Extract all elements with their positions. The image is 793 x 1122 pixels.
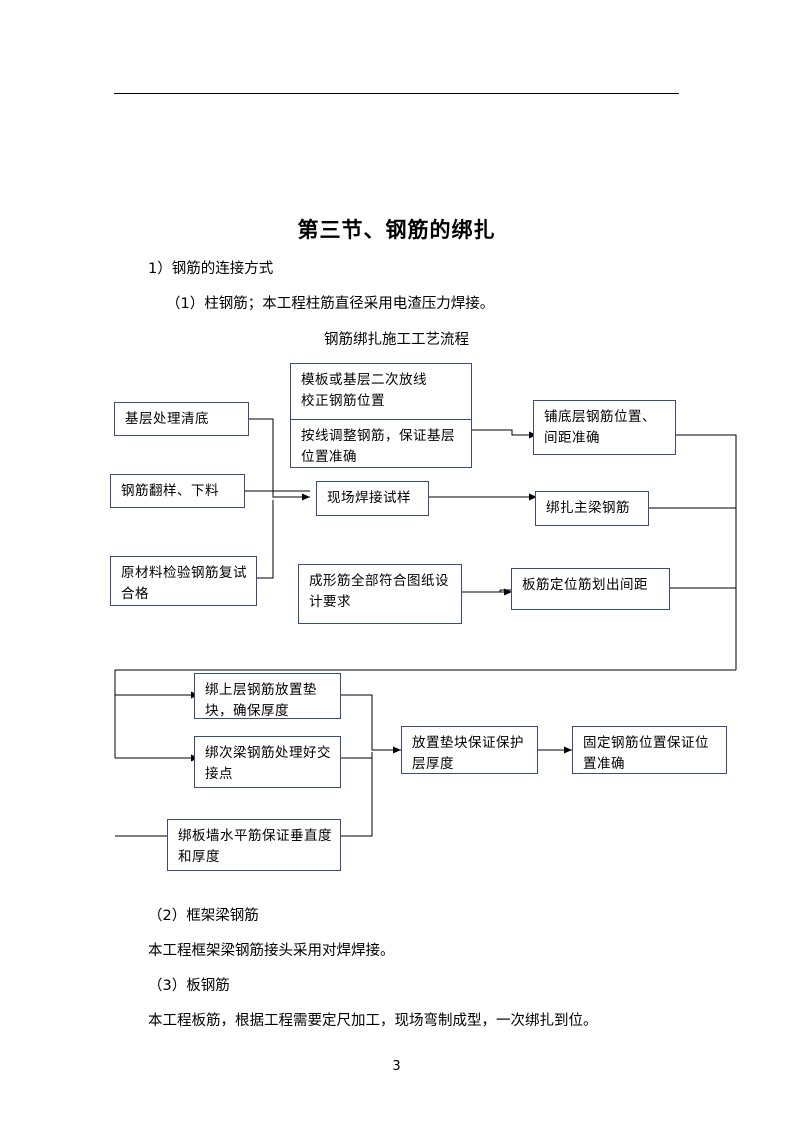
page-title: 第三节、钢筋的绑扎 bbox=[297, 218, 496, 242]
flowchart-title: 钢筋绑扎施工工艺流程 bbox=[324, 332, 469, 348]
paragraph-slab-rebar-heading: （3）板钢筋 bbox=[148, 978, 230, 994]
paragraph-frame-beam-heading: （2）框架梁钢筋 bbox=[148, 908, 259, 924]
paragraph-slab-rebar-body: 本工程板筋，根据工程需要定尺加工，现场弯制成型，一次绑扎到位。 bbox=[148, 1013, 598, 1029]
page-number: 3 bbox=[392, 1059, 401, 1074]
paragraph-column-rebar: （1）柱钢筋；本工程柱筋直径采用电渣压力焊接。 bbox=[166, 296, 495, 312]
paragraph-connection-methods: 1）钢筋的连接方式 bbox=[148, 261, 274, 277]
paragraph-frame-beam-body: 本工程框架梁钢筋接头采用对焊焊接。 bbox=[148, 943, 395, 959]
header-rule bbox=[114, 93, 679, 94]
